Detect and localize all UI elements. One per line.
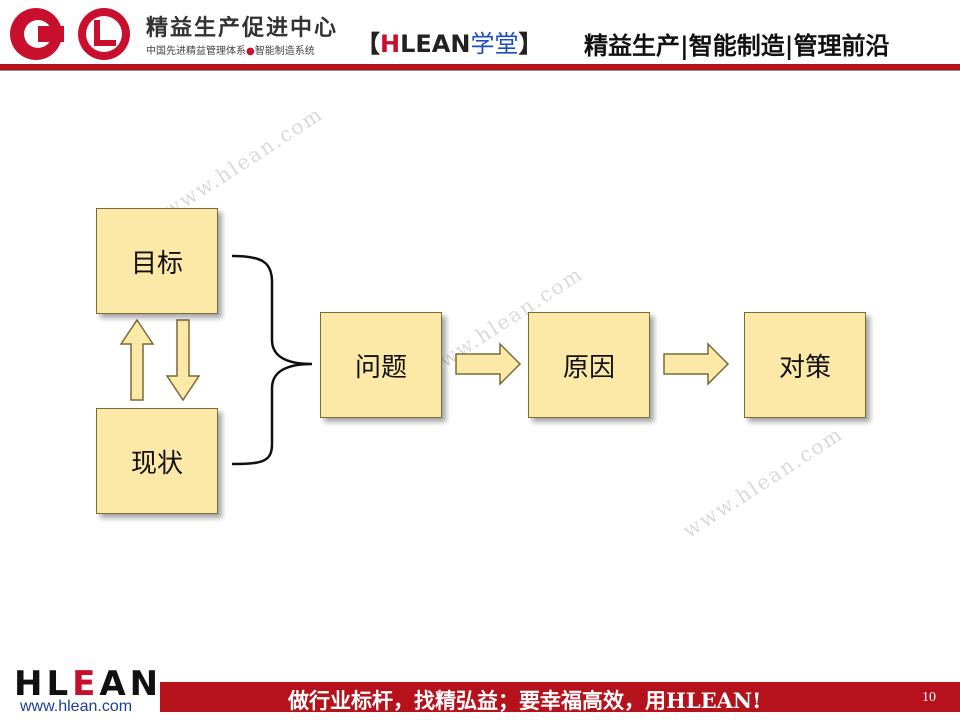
cause-box: 原因 <box>528 312 650 418</box>
goal-box: 目标 <box>96 208 218 314</box>
right-arrow-icon-2 <box>663 342 730 386</box>
logo-icon <box>10 8 130 60</box>
brand-study: 学堂 <box>470 30 519 58</box>
down-arrow-icon <box>165 319 201 402</box>
footer-bar <box>160 682 960 712</box>
footer-logo-h: HL <box>14 664 73 704</box>
up-arrow-icon <box>119 318 155 401</box>
header-slogan: 精益生产|智能制造|管理前沿 <box>584 31 890 60</box>
brand-open: 【 <box>356 30 380 58</box>
footer-logo-rest: AN <box>99 664 163 704</box>
brace-connector <box>231 254 313 466</box>
footer-slogan: 做行业标杆，找精弘益；要幸福高效，用HLEAN! <box>288 688 762 713</box>
action-label: 对策 <box>778 352 831 383</box>
status-label: 现状 <box>130 448 183 479</box>
problem-box: 问题 <box>320 312 442 418</box>
cause-label: 原因 <box>562 352 615 383</box>
brand-close: 】 <box>518 30 543 58</box>
header-divider <box>0 64 960 70</box>
goal-label: 目标 <box>130 248 183 279</box>
footer-url-link[interactable]: www.hlean.com <box>20 698 133 715</box>
org-title: 精益生产促进中心 <box>146 16 339 41</box>
page-number: 10 <box>922 690 936 705</box>
brand-rest: LEAN <box>400 30 471 58</box>
org-subtitle-b: 智能制造系统 <box>254 46 315 57</box>
problem-label: 问题 <box>354 352 407 383</box>
header-divider-thin <box>0 70 960 71</box>
watermark-1: www.hlean.com <box>158 101 328 223</box>
org-subtitle-dot: ● <box>246 46 255 57</box>
footer-logo-e: E <box>72 664 100 704</box>
watermark-3: www.hlean.com <box>678 421 848 543</box>
brand-h: H <box>380 30 401 58</box>
footer-logo: HLEAN <box>14 664 162 704</box>
status-box: 现状 <box>96 408 218 514</box>
action-box: 对策 <box>744 312 866 418</box>
header: 精益生产促进中心 中国先进精益管理体系●智能制造系统 【HLEAN学堂】 精益生… <box>0 0 960 71</box>
org-subtitle: 中国先进精益管理体系●智能制造系统 <box>146 42 315 57</box>
org-subtitle-a: 中国先进精益管理体系 <box>146 46 246 57</box>
brand-label: 【HLEAN学堂】 <box>356 24 542 59</box>
